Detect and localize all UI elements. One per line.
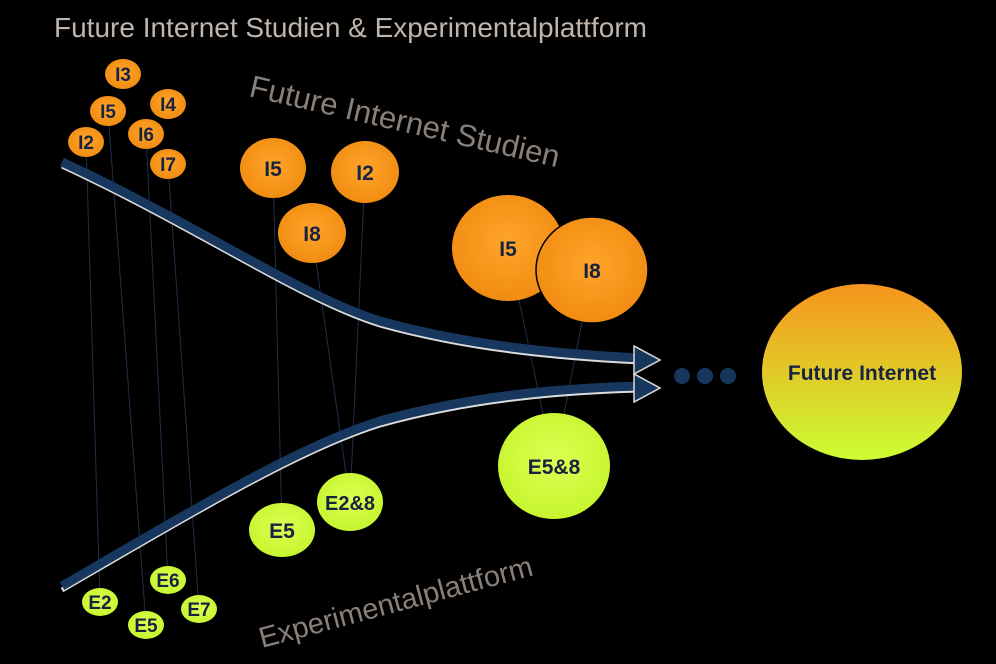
experiment-label: E5 [134,616,158,637]
dot-2 [697,368,713,384]
study-label: I6 [138,125,154,146]
studien-arrow [60,157,662,376]
study-label: I3 [115,65,131,86]
experiment-label: E5&8 [528,456,581,479]
page-title: Future Internet Studien & Experimentalpl… [54,12,647,43]
experiment-bubble: E5 [249,503,315,557]
study-label: I2 [356,162,374,185]
study-label: I4 [160,95,176,116]
study-bubble: I4 [150,89,186,119]
study-label: I7 [160,155,176,176]
study-label: I8 [583,260,601,283]
dot-1 [674,368,690,384]
study-bubble: I2 [331,141,399,203]
study-label: I2 [78,133,94,154]
experiment-label: E2&8 [325,493,375,515]
experiment-bubble: E5&8 [498,413,610,519]
experiment-label: E7 [187,600,210,621]
continuation-dots [674,368,736,384]
study-bubble: I5 [90,96,126,126]
study-bubble: I5 [240,138,306,198]
experiment-label: E2 [88,593,111,614]
experiment-bubble: E2 [82,588,118,616]
study-label: I5 [100,102,116,123]
study-bubble: I2 [68,127,104,157]
experimental-arrow [59,372,662,593]
study-bubble: I7 [150,149,186,179]
experiment-bubble: E6 [150,566,186,594]
experiment-label: E6 [156,571,179,592]
future-internet-bubble: Future Internet [762,284,962,460]
experiment-bubble: E2&8 [317,473,383,531]
experiment-bubble: E7 [181,595,217,623]
experimental-label: Experimentalplattform [256,551,537,655]
study-bubble: I3 [105,59,141,89]
future-internet-label: Future Internet [788,362,936,385]
study-bubble: I8 [535,216,649,324]
experiment-label: E5 [269,520,295,543]
study-label: I5 [499,238,517,261]
dot-3 [720,368,736,384]
study-bubble: I6 [128,119,164,149]
study-label: I8 [303,223,321,246]
study-bubble: I8 [278,203,346,263]
experiment-bubble: E5 [128,611,164,639]
study-label: I5 [264,158,282,181]
